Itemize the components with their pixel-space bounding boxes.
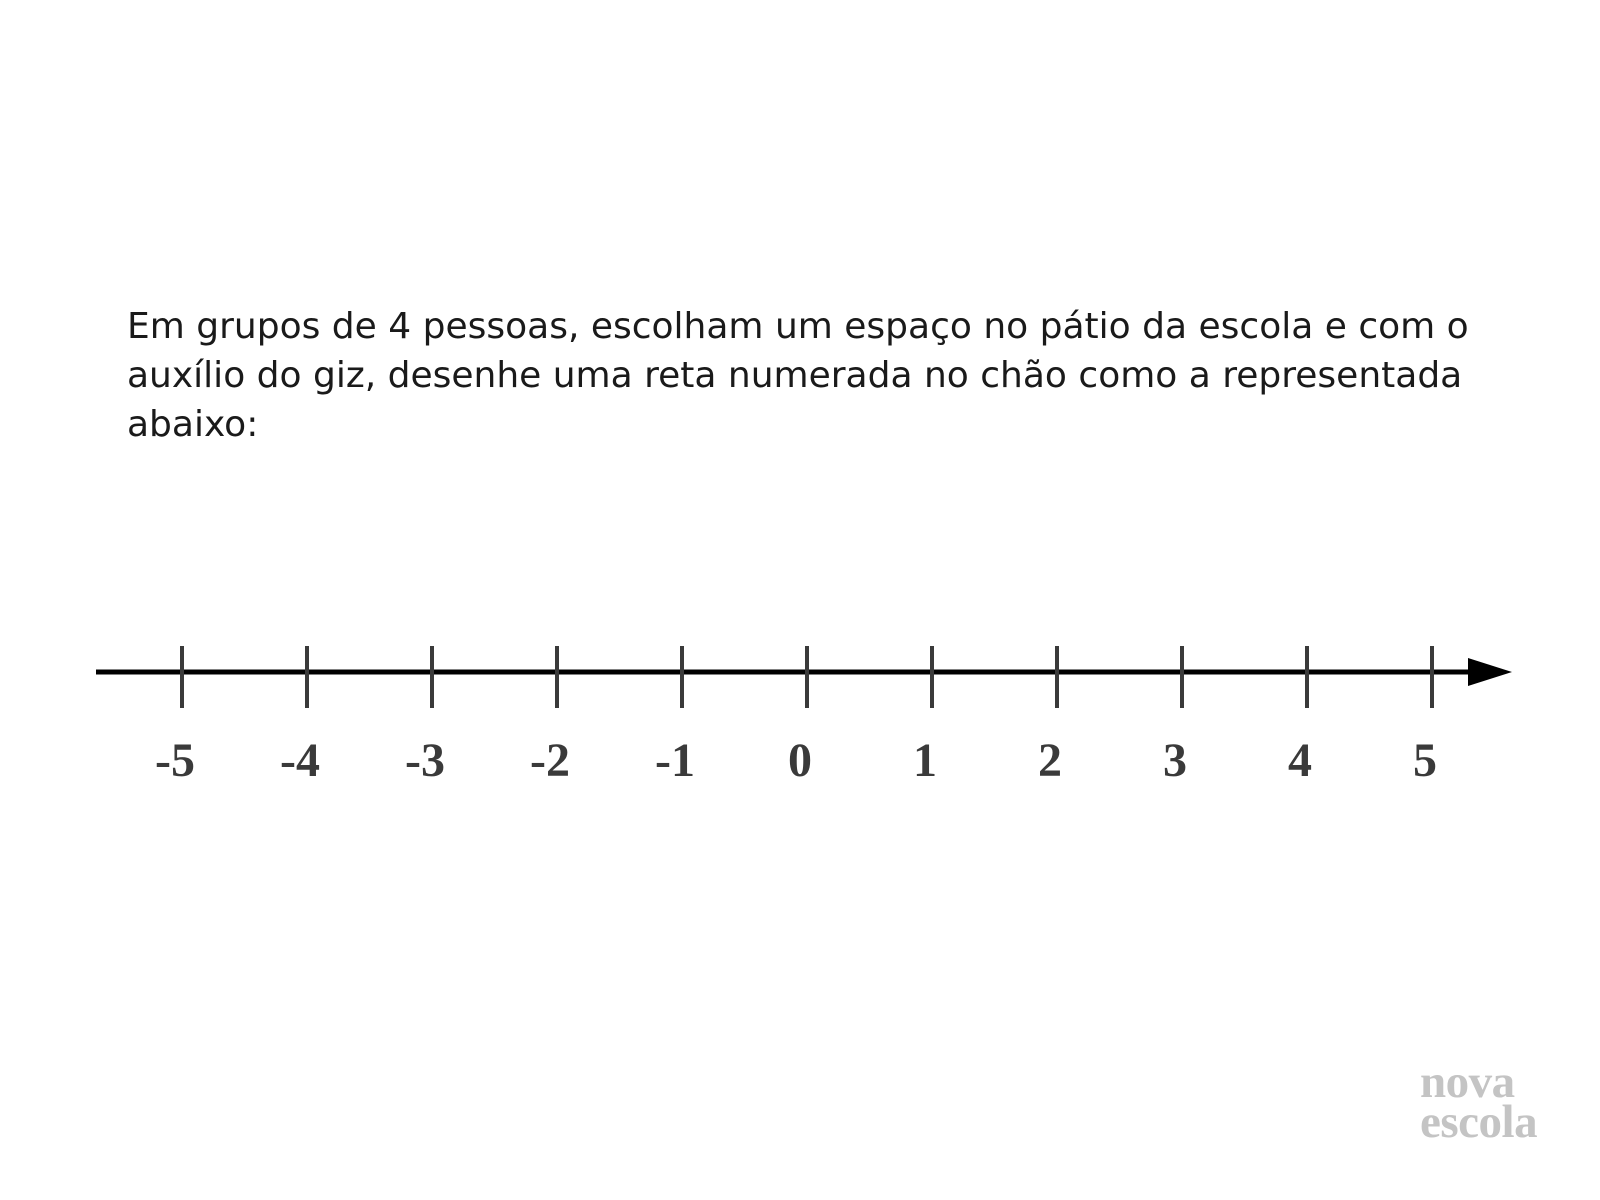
tick-label: -1 xyxy=(655,734,695,787)
tick-label: 0 xyxy=(788,734,812,787)
tick-label: -3 xyxy=(405,734,445,787)
arrow-head xyxy=(1468,658,1512,686)
nova-escola-logo: nova escola xyxy=(1420,1056,1538,1148)
tick-label: 3 xyxy=(1163,734,1187,787)
tick-label: 1 xyxy=(913,734,937,787)
tick-label: -5 xyxy=(155,734,195,787)
activity-instruction: Em grupos de 4 pessoas, escolham um espa… xyxy=(127,306,1469,445)
tick-label: 5 xyxy=(1413,734,1437,787)
tick-label: -4 xyxy=(280,734,320,787)
logo-line-1: nova xyxy=(1420,1056,1515,1108)
tick-label: 2 xyxy=(1038,734,1062,787)
tick-labels: -5 -4 -3 -2 -1 0 1 2 3 4 5 xyxy=(155,734,1437,787)
logo-line-2: escola xyxy=(1420,1096,1538,1148)
tick-label: 4 xyxy=(1288,734,1312,787)
tick-marks xyxy=(180,646,1434,708)
tick-label: -2 xyxy=(530,734,570,787)
